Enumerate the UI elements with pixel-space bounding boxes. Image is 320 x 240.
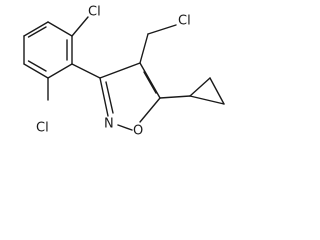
bond-phenyl-isoxazole: [71, 63, 101, 79]
bond-ring-4: [23, 63, 49, 79]
phenyl-ring: [23, 21, 73, 79]
chlorine-atom-chloromethyl: Cl: [178, 14, 191, 29]
bond-c-cl-top: [71, 16, 89, 37]
bond-ring-1: [47, 21, 73, 37]
bond-ring-5: [47, 63, 73, 79]
bond-c4-ch2: [139, 33, 149, 64]
chlorine-atom-top: Cl: [88, 5, 101, 20]
bond-ring-double-1: [27, 26, 47, 38]
bond-o-n: [117, 124, 133, 131]
bond-c5-o: [139, 97, 161, 123]
isoxazole-ring: [99, 62, 161, 131]
bond-n-c3: [99, 77, 109, 117]
bond-c5-cyclopropyl: [159, 95, 191, 99]
nitrogen-atom: N: [104, 117, 114, 132]
molecule-structure: Cl Cl N O Cl: [23, 5, 225, 139]
bond-cp-3: [189, 95, 225, 105]
bond-cp-1: [189, 77, 211, 97]
chlorine-atom-bottom: Cl: [36, 121, 49, 136]
bond-ch2-cl: [147, 24, 177, 35]
bond-ring-2: [23, 21, 49, 37]
bond-cp-2: [209, 77, 225, 105]
bond-c4-c5: [139, 62, 161, 99]
oxygen-atom: O: [133, 124, 143, 139]
bond-n-c3-double: [105, 81, 114, 114]
bond-ring-double-2: [27, 60, 47, 72]
bond-c4-c5-double: [143, 71, 157, 94]
cyclopropyl-ring: [189, 77, 225, 105]
bond-c3-c4: [99, 62, 141, 79]
